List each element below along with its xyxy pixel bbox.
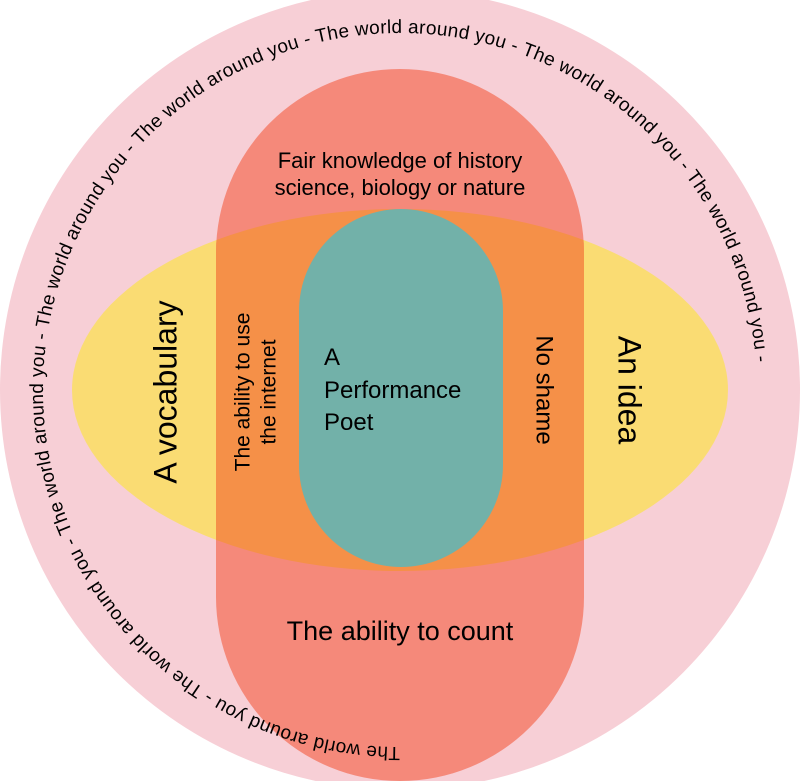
- bottom-label: The ability to count: [287, 616, 514, 646]
- left-outer-label: A vocabulary: [147, 300, 183, 483]
- left-inner-label-line2: the internet: [258, 339, 281, 444]
- left-inner-label-line1: The ability to use: [232, 313, 255, 472]
- center-label-line1: A: [324, 344, 340, 371]
- right-outer-label: An idea: [612, 336, 648, 445]
- top-label-line2: science, biology or nature: [275, 175, 526, 200]
- right-inner-label: No shame: [531, 335, 558, 444]
- center-label-line3: Poet: [324, 409, 374, 436]
- teal-center: [299, 209, 503, 567]
- top-label-line1: Fair knowledge of history: [278, 148, 523, 173]
- center-label-line2: Performance: [324, 377, 461, 404]
